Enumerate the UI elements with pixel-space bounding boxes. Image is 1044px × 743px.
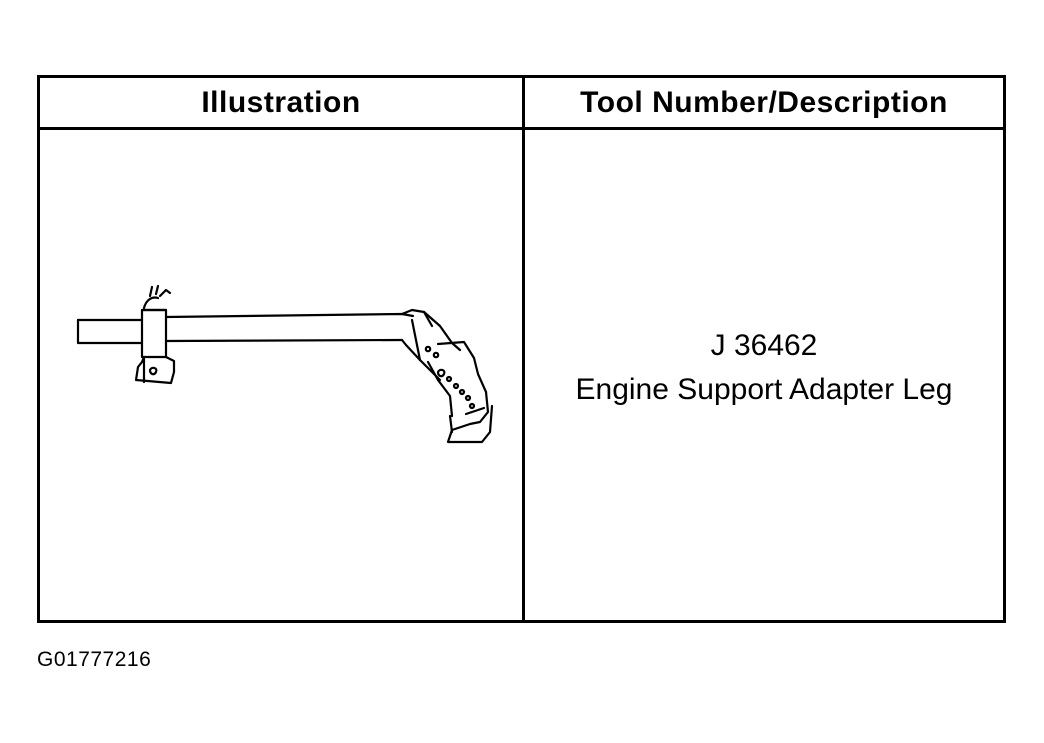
tool-description: Engine Support Adapter Leg xyxy=(575,373,953,406)
table-header-row: Illustration Tool Number/Description xyxy=(40,78,1003,130)
description-cell: J 36462 Engine Support Adapter Leg xyxy=(525,130,1003,620)
tool-table: Illustration Tool Number/Description xyxy=(37,75,1006,623)
engine-support-adapter-leg-icon xyxy=(76,284,494,444)
header-illustration: Illustration xyxy=(201,85,361,119)
illustration-cell xyxy=(40,130,522,620)
figure-id: G01777216 xyxy=(37,648,152,671)
column-divider xyxy=(522,78,525,620)
header-tool-number-description: Tool Number/Description xyxy=(580,85,948,119)
tool-number: J 36462 xyxy=(710,329,818,362)
